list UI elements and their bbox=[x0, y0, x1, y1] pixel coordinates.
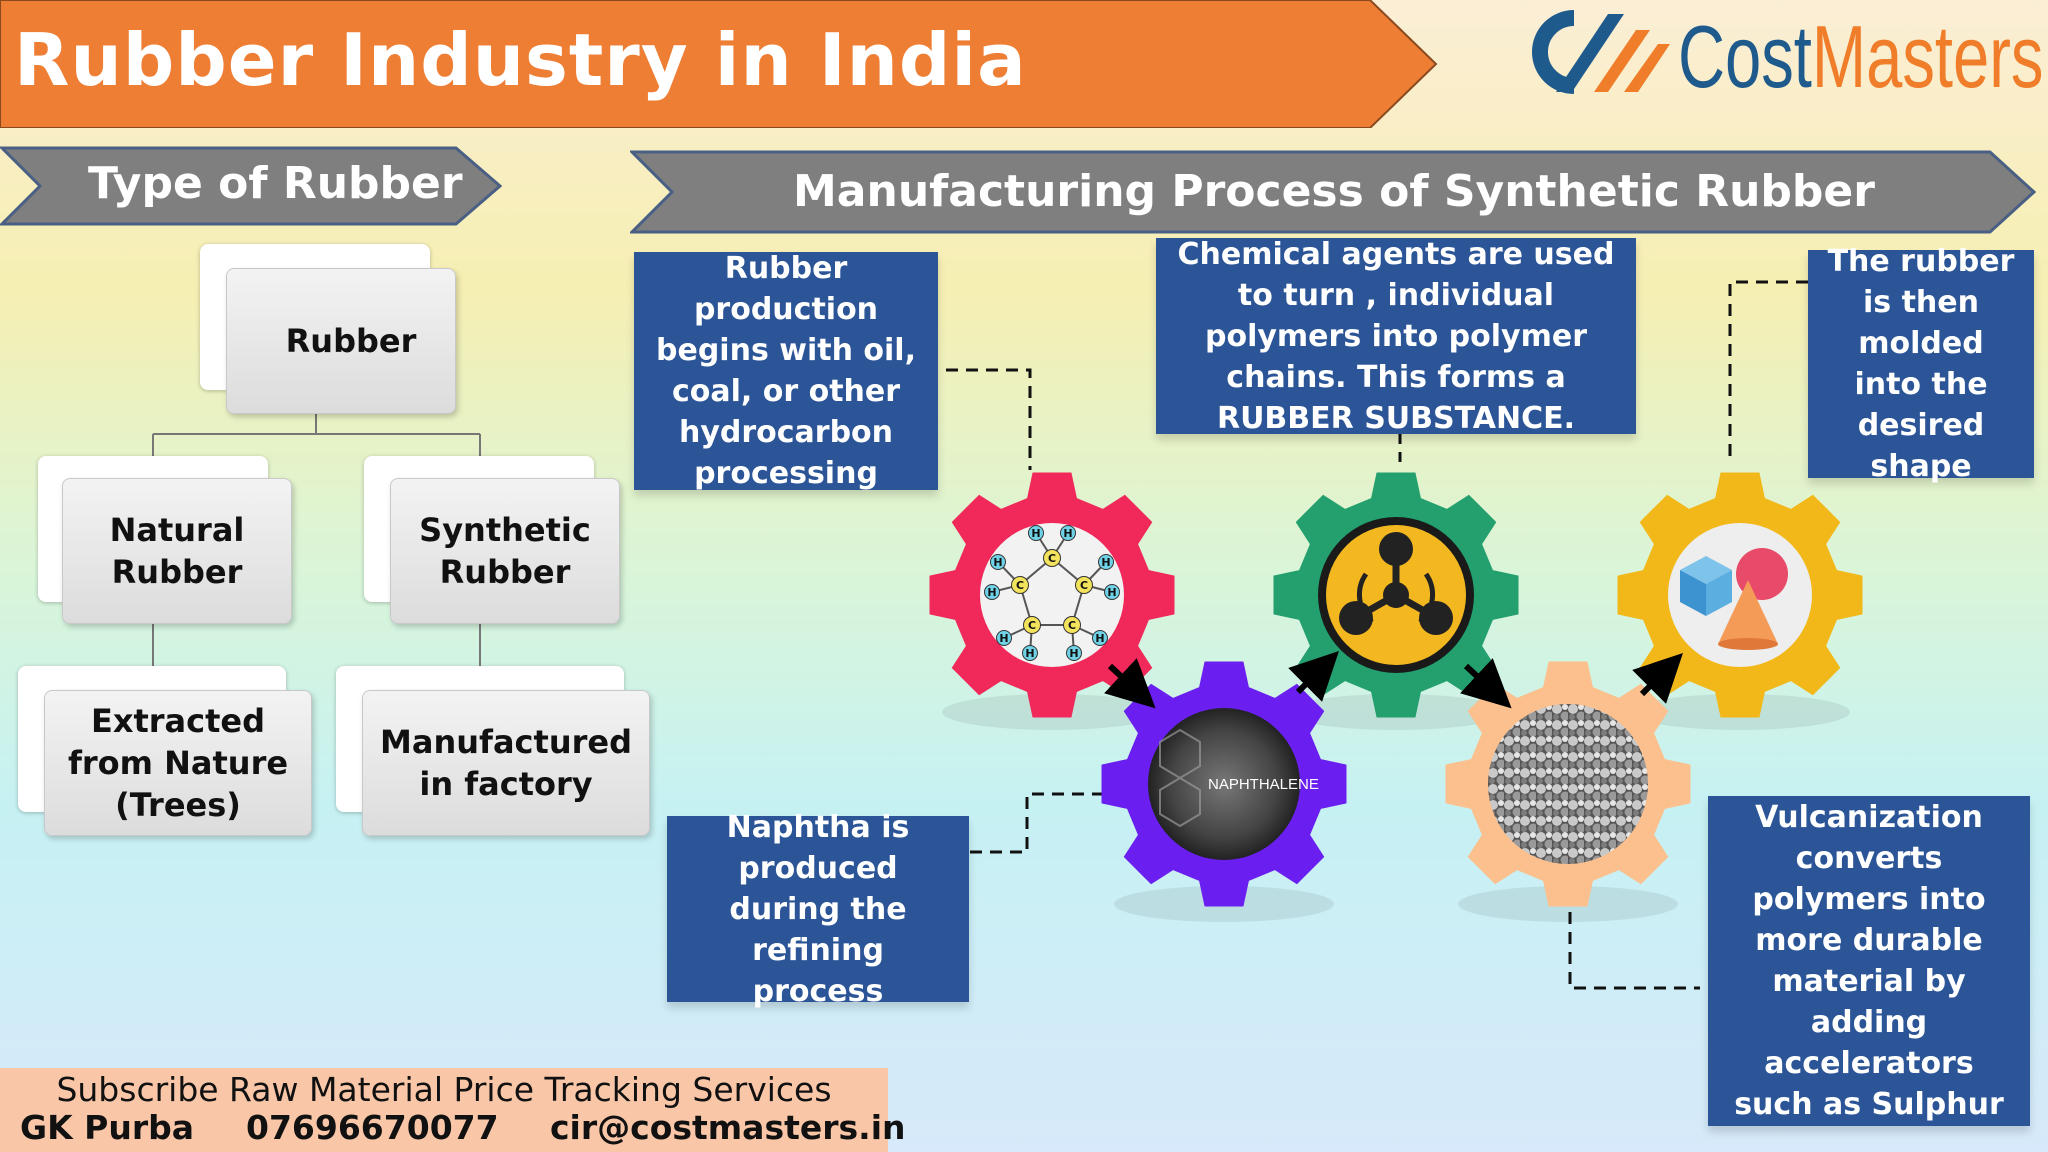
carbon-atom: C bbox=[1011, 576, 1029, 594]
step-molded-box: The rubber is then molded into the desir… bbox=[1808, 244, 2034, 484]
title-banner bbox=[0, 0, 1438, 128]
naphthalene-icon bbox=[1148, 708, 1300, 860]
carbon-atom: C bbox=[1075, 576, 1093, 594]
natural-rubber-card: Natural Rubber bbox=[62, 478, 292, 624]
footer-phone[interactable]: 07696670077 bbox=[246, 1108, 499, 1147]
hydrogen-atom: H bbox=[984, 584, 1000, 600]
process-section-title: Manufacturing Process of Synthetic Rubbe… bbox=[793, 166, 1875, 217]
tree-connectors bbox=[152, 414, 481, 666]
page-title: Rubber Industry in India bbox=[14, 18, 1027, 102]
step-naphtha-box: Naphtha is produced during the refining … bbox=[667, 810, 969, 1009]
rubber-card: Rubber bbox=[226, 268, 456, 414]
process-section-banner bbox=[630, 150, 2037, 234]
chemical-hazard-icon bbox=[1318, 517, 1474, 673]
vulcanized-rubber-icon bbox=[1488, 704, 1648, 864]
footer-panel bbox=[0, 1068, 888, 1152]
carbon-atom: C bbox=[1043, 549, 1061, 567]
types-section-title: Type of Rubber bbox=[88, 158, 463, 209]
hydrogen-atom: H bbox=[1066, 645, 1082, 661]
types-section-banner bbox=[0, 146, 503, 226]
hydrogen-atom: H bbox=[1060, 525, 1076, 541]
step-oil-box: Rubber production begins with oil, coal,… bbox=[634, 251, 938, 491]
logo-wordmark: CostMasters bbox=[1678, 7, 2044, 106]
hydrogen-atom: H bbox=[1098, 554, 1114, 570]
step-chemical-box: Chemical agents are used to turn , indiv… bbox=[1156, 237, 1636, 436]
hydrogen-atom: H bbox=[1092, 630, 1108, 646]
natural-detail-card: Extracted from Nature (Trees) bbox=[44, 690, 312, 836]
logo-icon bbox=[1532, 10, 1670, 94]
step-vulcanization-box: Vulcanization converts polymers into mor… bbox=[1708, 796, 2030, 1126]
molded-shapes-icon bbox=[1668, 523, 1812, 667]
naphthalene-label: NAPHTHALENE bbox=[1208, 776, 1319, 793]
footer-headline: Subscribe Raw Material Price Tracking Se… bbox=[56, 1070, 832, 1109]
carbon-atom: C bbox=[1063, 616, 1081, 634]
hydrogen-atom: H bbox=[990, 554, 1006, 570]
hydrogen-atom: H bbox=[996, 630, 1012, 646]
carbon-atom: C bbox=[1023, 616, 1041, 634]
synthetic-rubber-card: Synthetic Rubber bbox=[390, 478, 620, 624]
footer-contact-name: GK Purba bbox=[20, 1108, 194, 1147]
hydrogen-atom: H bbox=[1028, 525, 1044, 541]
hydrogen-atom: H bbox=[1022, 645, 1038, 661]
synthetic-detail-card: Manufactured in factory bbox=[362, 690, 650, 836]
hydrogen-atom: H bbox=[1104, 584, 1120, 600]
footer-email[interactable]: cir@costmasters.in bbox=[550, 1108, 906, 1147]
